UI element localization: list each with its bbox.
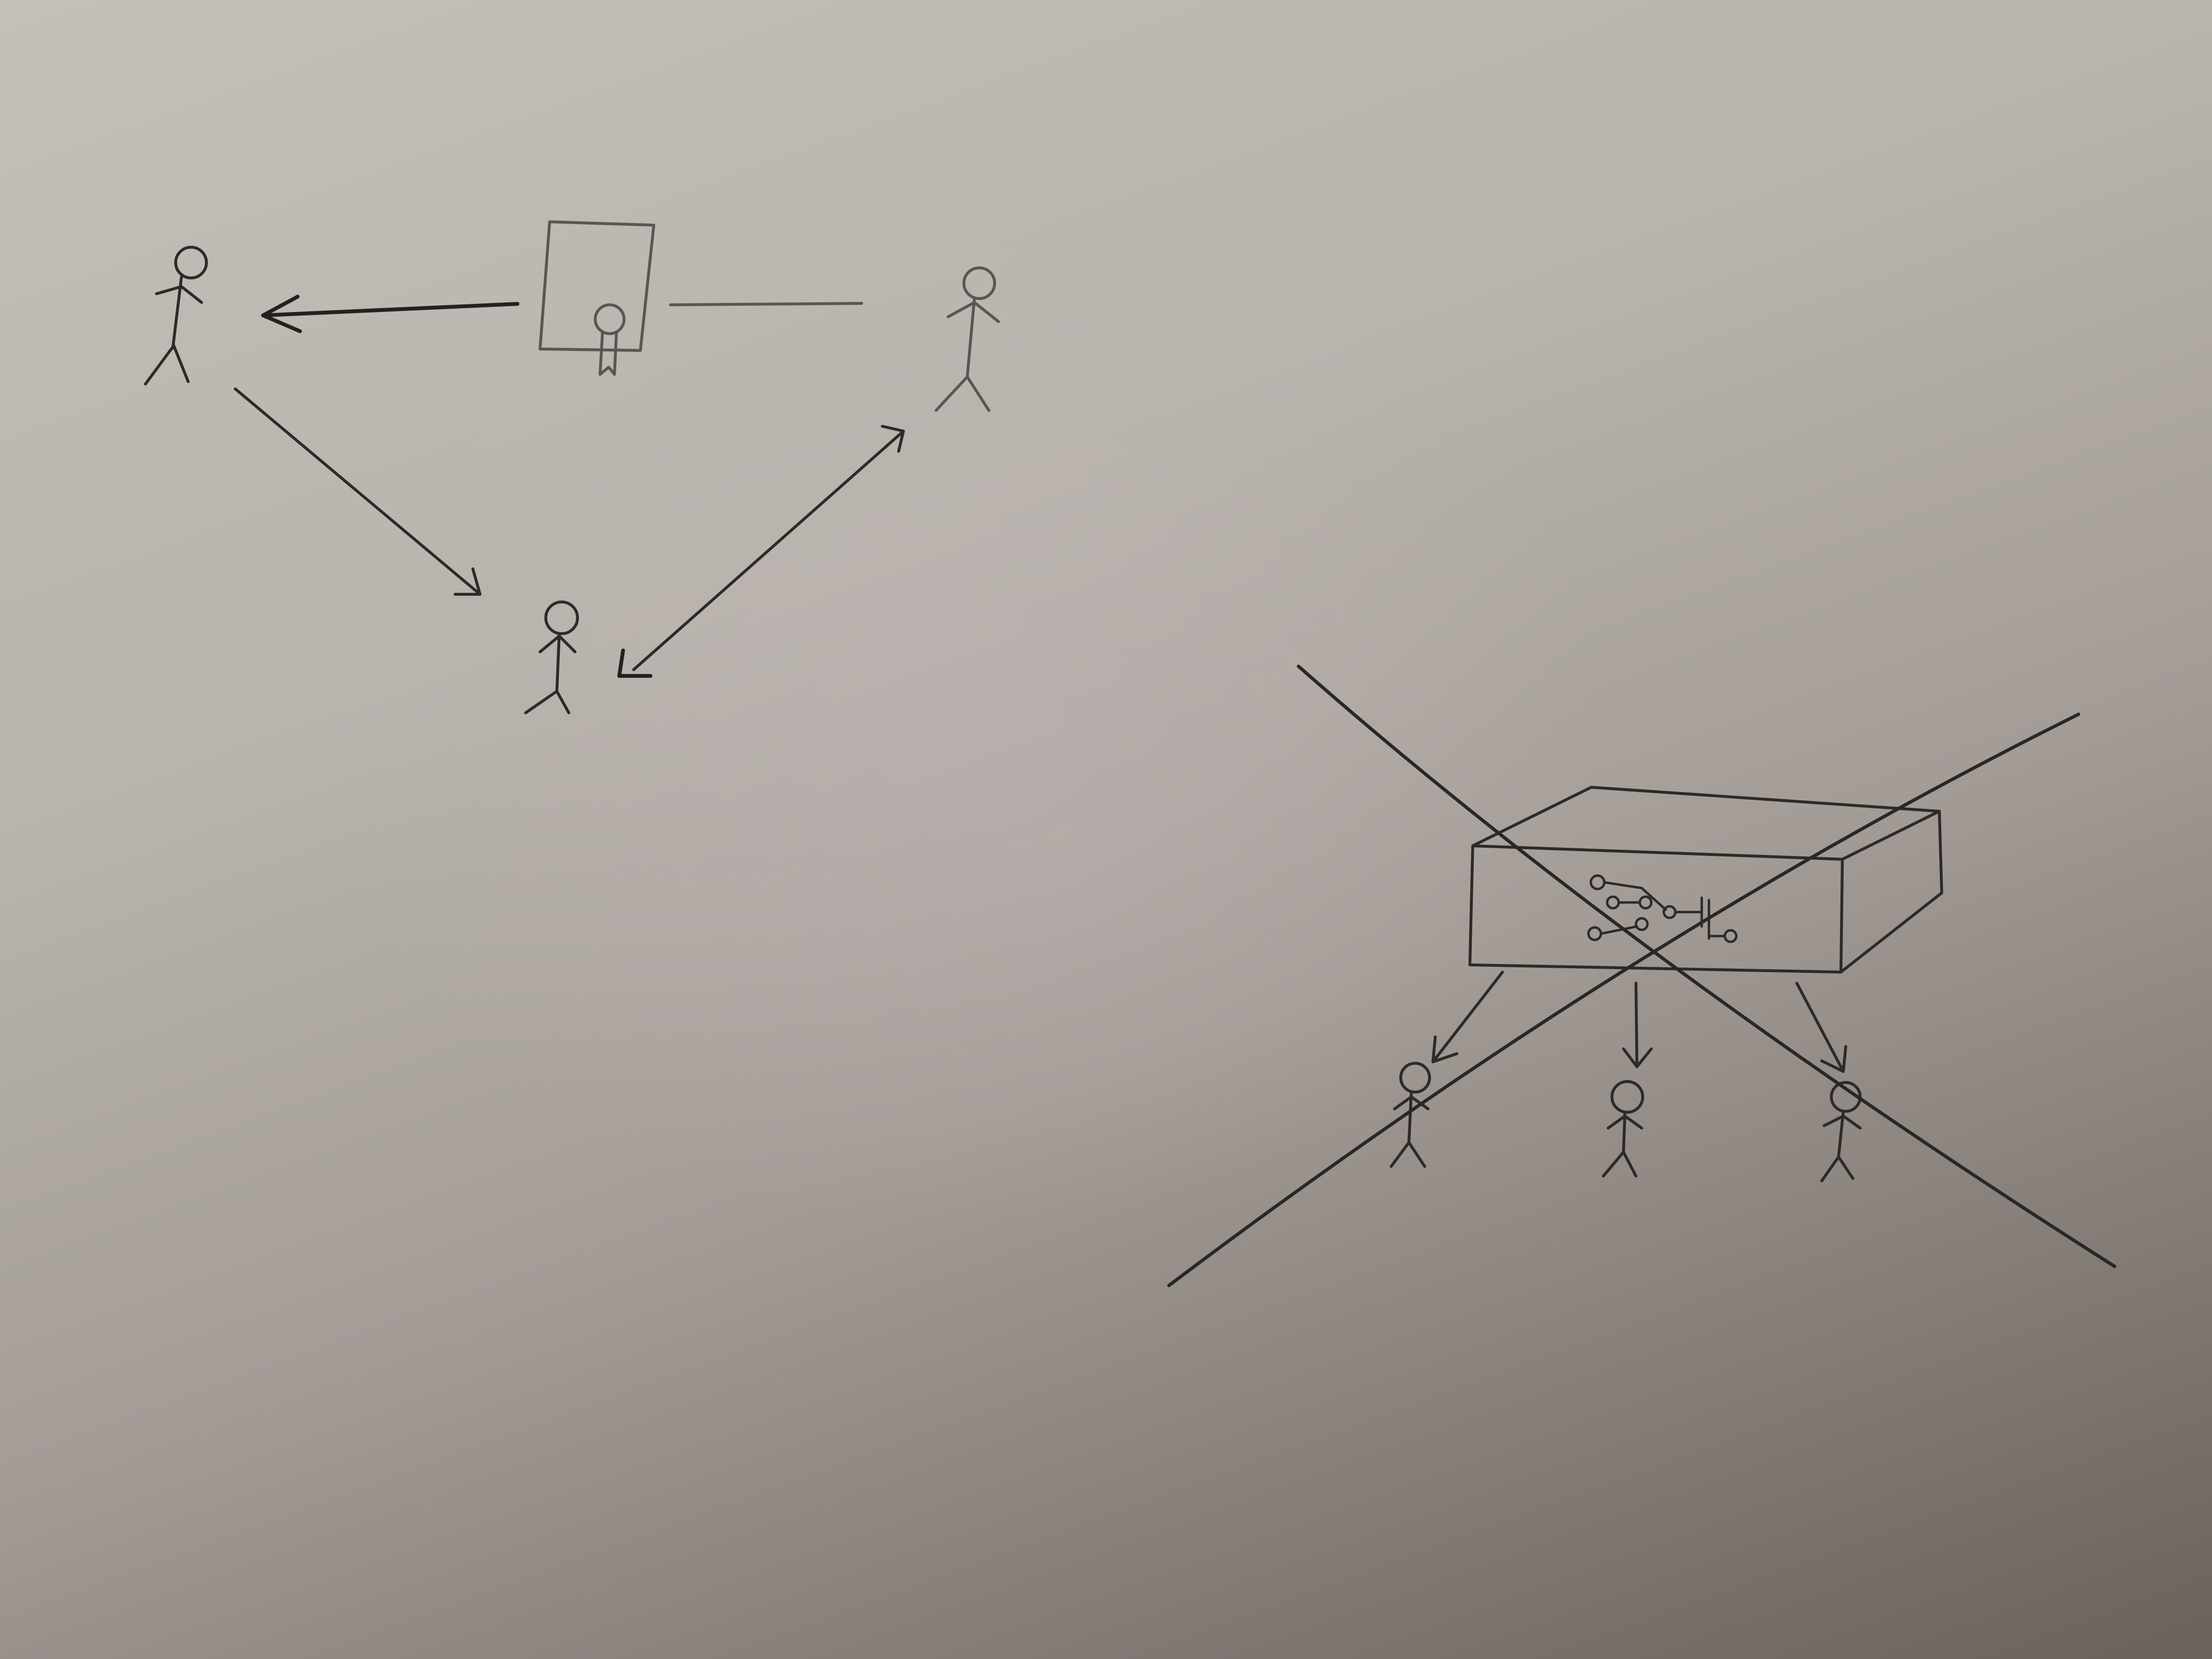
cross-out-mark [1167,664,2116,1287]
stick-figure-left [144,246,208,385]
stick-figure-a [1390,1062,1431,1168]
stick-figure-right [935,266,1000,412]
arrow-server-to-person-c [1795,982,1847,1073]
top-left-scene [144,220,1000,714]
arrow-left-person-to-bottom-person [234,387,481,596]
circuit-chip-icon [1587,874,1738,943]
arrow-server-to-person-b [1622,982,1653,1068]
arrow-certificate-to-left-person [261,295,519,333]
certificate-document [539,220,655,376]
stick-figure-c [1820,1081,1862,1182]
stick-figure-bottom [524,601,579,714]
central-server-box [1468,786,1943,974]
bottom-right-scene [1167,664,2116,1287]
line-right-person-to-certificate [669,302,863,306]
double-arrow-bottom-to-right-person [617,425,905,678]
stick-figure-b [1602,1080,1644,1178]
arrow-server-to-person-a [1431,971,1504,1063]
